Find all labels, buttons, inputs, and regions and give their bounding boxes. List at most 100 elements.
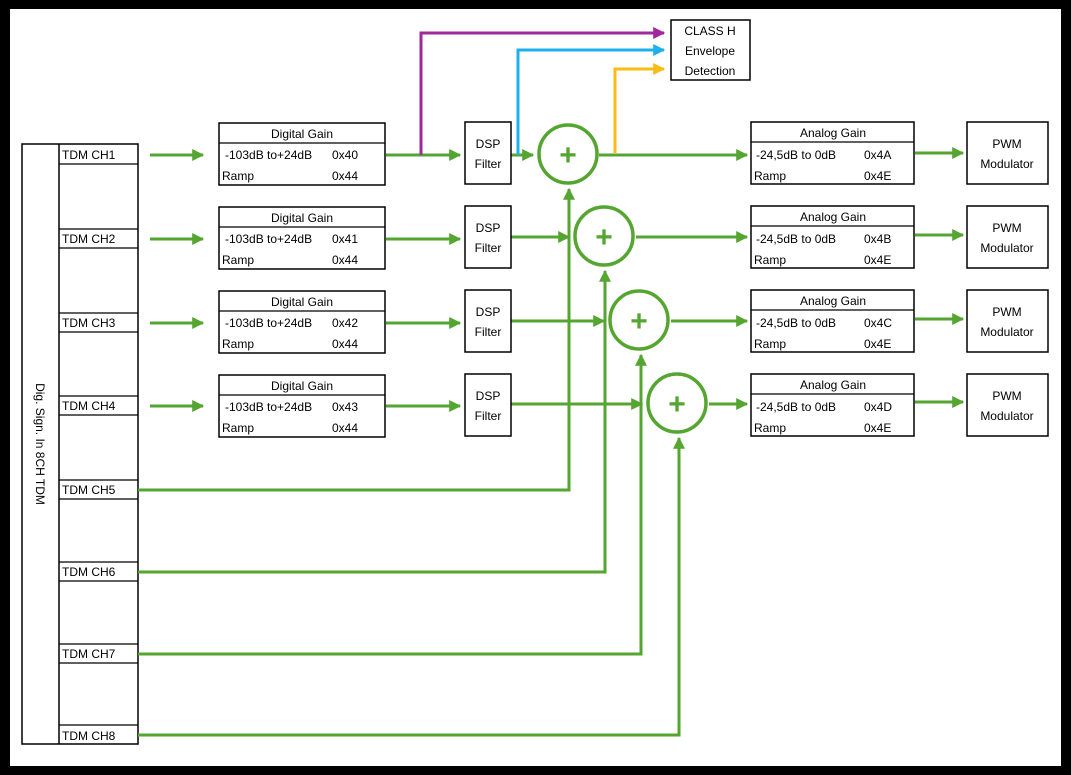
tdm-ch7-label: TDM CH7 bbox=[62, 647, 116, 661]
analog-gain-title: Analog Gain bbox=[800, 210, 866, 224]
class-h-block: CLASS H Envelope Detection bbox=[670, 19, 751, 81]
tdm-ch5-label: TDM CH5 bbox=[62, 483, 116, 497]
tdm-source-block: Dig. Sign. In 8CH TDM TDM CH1 TDM CH2 TD… bbox=[21, 143, 139, 745]
digital-gain-range-register: 0x41 bbox=[332, 232, 358, 246]
analog-gain-range-register: 0x4C bbox=[864, 316, 892, 330]
digital-gain-title: Digital Gain bbox=[271, 211, 333, 225]
tdm-ch2-label: TDM CH2 bbox=[62, 232, 116, 246]
digital-gain-ramp: Ramp bbox=[222, 421, 254, 435]
tdm-ch1-label: TDM CH1 bbox=[62, 148, 116, 162]
tap-after-digital-gain bbox=[419, 27, 666, 155]
digital-gain-ramp: Ramp bbox=[222, 169, 254, 183]
plus-icon: + bbox=[668, 388, 686, 421]
digital-gain-block-2: Digital Gain -103dB to+24dB 0x41 Ramp 0x… bbox=[218, 206, 386, 270]
digital-gain-block-1: Digital Gain -103dB to+24dB 0x40 Ramp 0x… bbox=[218, 122, 386, 186]
digital-gain-ramp: Ramp bbox=[222, 337, 254, 351]
digital-gain-title: Digital Gain bbox=[271, 127, 333, 141]
digital-gain-block-3: Digital Gain -103dB to+24dB 0x42 Ramp 0x… bbox=[218, 290, 386, 354]
analog-gain-block-1: Analog Gain -24,5dB to 0dB 0x4A Ramp 0x4… bbox=[750, 121, 915, 185]
analog-gain-ramp-register: 0x4E bbox=[864, 421, 891, 435]
dsp-label: DSP bbox=[476, 137, 501, 151]
analog-gain-range-register: 0x4A bbox=[864, 148, 891, 162]
analog-gain-block-3: Analog Gain -24,5dB to 0dB 0x4C Ramp 0x4… bbox=[750, 289, 915, 353]
dsp-filter-block-1: DSP Filter bbox=[464, 121, 512, 185]
modulator-label: Modulator bbox=[980, 241, 1033, 255]
tdm-ch3-label: TDM CH3 bbox=[62, 316, 116, 330]
digital-gain-ramp: Ramp bbox=[222, 253, 254, 267]
adder-3: + bbox=[608, 289, 670, 351]
analog-gain-ramp: Ramp bbox=[754, 253, 786, 267]
pwm-label: PWM bbox=[992, 305, 1021, 319]
adder-1: + bbox=[537, 123, 599, 185]
dsp-filter-block-3: DSP Filter bbox=[464, 289, 512, 353]
pwm-label: PWM bbox=[992, 389, 1021, 403]
digital-gain-range-register: 0x43 bbox=[332, 400, 358, 414]
dsp-label: DSP bbox=[476, 305, 501, 319]
wire-ch5-to-adder1 bbox=[138, 187, 575, 492]
analog-gain-ramp: Ramp bbox=[754, 337, 786, 351]
pwm-modulator-block-2: PWM Modulator bbox=[966, 205, 1049, 269]
pwm-label: PWM bbox=[992, 221, 1021, 235]
modulator-label: Modulator bbox=[980, 157, 1033, 171]
envelope-label: Envelope bbox=[685, 44, 735, 58]
digital-gain-title: Digital Gain bbox=[271, 295, 333, 309]
digital-gain-range: -103dB to+24dB bbox=[225, 400, 312, 414]
analog-gain-range: -24,5dB to 0dB bbox=[756, 232, 836, 246]
adder-2: + bbox=[573, 205, 635, 267]
analog-gain-range-register: 0x4D bbox=[864, 400, 892, 414]
signal-chain-diagram: Dig. Sign. In 8CH TDM TDM CH1 TDM CH2 TD… bbox=[21, 19, 1049, 745]
diagram-canvas: Dig. Sign. In 8CH TDM TDM CH1 TDM CH2 TD… bbox=[10, 9, 1061, 766]
filter-label: Filter bbox=[475, 241, 502, 255]
analog-gain-ramp: Ramp bbox=[754, 421, 786, 435]
wire-ch8-to-adder4 bbox=[138, 436, 685, 737]
adder-4: + bbox=[646, 372, 708, 434]
analog-gain-block-2: Analog Gain -24,5dB to 0dB 0x4B Ramp 0x4… bbox=[750, 205, 915, 269]
analog-gain-ramp-register: 0x4E bbox=[864, 169, 891, 183]
analog-gain-ramp-register: 0x4E bbox=[864, 253, 891, 267]
tdm-ch4-label: TDM CH4 bbox=[62, 399, 116, 413]
pwm-modulator-block-3: PWM Modulator bbox=[966, 289, 1049, 353]
dsp-filter-block-2: DSP Filter bbox=[464, 205, 512, 269]
wire-ch6-to-adder2 bbox=[138, 269, 611, 574]
signal-wires bbox=[138, 147, 965, 737]
pwm-label: PWM bbox=[992, 137, 1021, 151]
digital-gain-range: -103dB to+24dB bbox=[225, 316, 312, 330]
analog-gain-title: Analog Gain bbox=[800, 126, 866, 140]
plus-icon: + bbox=[559, 139, 577, 172]
digital-gain-range-register: 0x40 bbox=[332, 148, 358, 162]
analog-gain-title: Analog Gain bbox=[800, 378, 866, 392]
tdm-ch8-label: TDM CH8 bbox=[62, 729, 116, 743]
digital-gain-ramp-register: 0x44 bbox=[332, 421, 358, 435]
analog-gain-range: -24,5dB to 0dB bbox=[756, 400, 836, 414]
analog-gain-range: -24,5dB to 0dB bbox=[756, 316, 836, 330]
tap-after-adder bbox=[613, 63, 666, 153]
digital-gain-ramp-register: 0x44 bbox=[332, 169, 358, 183]
dsp-filter-block-4: DSP Filter bbox=[464, 373, 512, 437]
analog-gain-range: -24,5dB to 0dB bbox=[756, 148, 836, 162]
analog-gain-block-4: Analog Gain -24,5dB to 0dB 0x4D Ramp 0x4… bbox=[750, 373, 915, 437]
dsp-label: DSP bbox=[476, 389, 501, 403]
detection-label: Detection bbox=[685, 64, 736, 78]
digital-gain-ramp-register: 0x44 bbox=[332, 253, 358, 267]
digital-gain-block-4: Digital Gain -103dB to+24dB 0x43 Ramp 0x… bbox=[218, 374, 386, 438]
class-h-taps bbox=[419, 27, 666, 155]
digital-gain-range: -103dB to+24dB bbox=[225, 232, 312, 246]
modulator-label: Modulator bbox=[980, 409, 1033, 423]
analog-gain-ramp: Ramp bbox=[754, 169, 786, 183]
analog-gain-ramp-register: 0x4E bbox=[864, 337, 891, 351]
plus-icon: + bbox=[630, 305, 648, 338]
pwm-modulator-block-1: PWM Modulator bbox=[966, 121, 1049, 185]
filter-label: Filter bbox=[475, 157, 502, 171]
class-h-label: CLASS H bbox=[684, 24, 735, 38]
tdm-source-label: Dig. Sign. In 8CH TDM bbox=[33, 383, 47, 505]
tdm-ch6-label: TDM CH6 bbox=[62, 565, 116, 579]
modulator-label: Modulator bbox=[980, 325, 1033, 339]
digital-gain-range: -103dB to+24dB bbox=[225, 148, 312, 162]
digital-gain-range-register: 0x42 bbox=[332, 316, 358, 330]
plus-icon: + bbox=[595, 221, 613, 254]
pwm-modulator-block-4: PWM Modulator bbox=[966, 373, 1049, 437]
analog-gain-range-register: 0x4B bbox=[864, 232, 891, 246]
filter-label: Filter bbox=[475, 409, 502, 423]
digital-gain-ramp-register: 0x44 bbox=[332, 337, 358, 351]
dsp-label: DSP bbox=[476, 221, 501, 235]
